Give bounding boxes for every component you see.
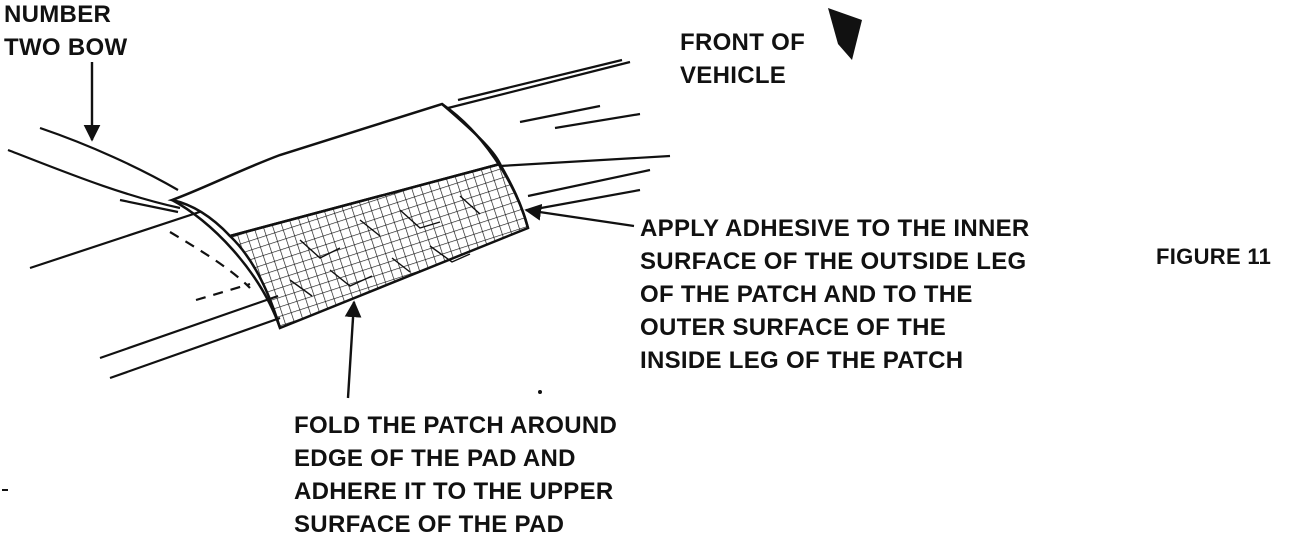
- number-two-bow: [7, 58, 671, 380]
- leader-apply-adhesive: [524, 203, 635, 228]
- label-line: VEHICLE: [680, 62, 787, 89]
- label-line: TWO BOW: [4, 34, 128, 61]
- label-number-two-bow: NUMBER TWO BOW: [4, 0, 127, 64]
- leader-fold-patch: [344, 300, 362, 399]
- label-line: EDGE OF THE PAD AND: [294, 445, 576, 472]
- pad: [167, 102, 530, 330]
- label-line: APPLY ADHESIVE TO THE INNER: [640, 215, 1030, 242]
- label-line: OF THE PATCH AND TO THE: [640, 281, 973, 308]
- figure-number: FIGURE 11: [1156, 244, 1272, 269]
- label-fold-patch: FOLD THE PATCH AROUND EDGE OF THE PAD AN…: [294, 409, 617, 541]
- label-front-of-vehicle: FRONT OF VEHICLE: [680, 26, 805, 92]
- label-line: OUTER SURFACE OF THE: [640, 314, 947, 341]
- front-of-vehicle-arrow: [828, 8, 862, 60]
- label-line: ADHERE IT TO THE UPPER: [294, 478, 614, 505]
- label-line: NUMBER: [4, 1, 112, 28]
- label-line: SURFACE OF THE OUTSIDE LEG: [640, 248, 1027, 275]
- label-line: FRONT OF: [680, 29, 806, 56]
- label-line: SURFACE OF THE PAD: [294, 511, 565, 538]
- label-line: INSIDE LEG OF THE PATCH: [640, 347, 964, 374]
- label-line: FOLD THE PATCH AROUND: [294, 412, 618, 439]
- scan-dot: [538, 390, 542, 394]
- label-apply-adhesive: APPLY ADHESIVE TO THE INNER SURFACE OF T…: [640, 212, 1030, 377]
- patch-hatch-detail: [289, 195, 481, 297]
